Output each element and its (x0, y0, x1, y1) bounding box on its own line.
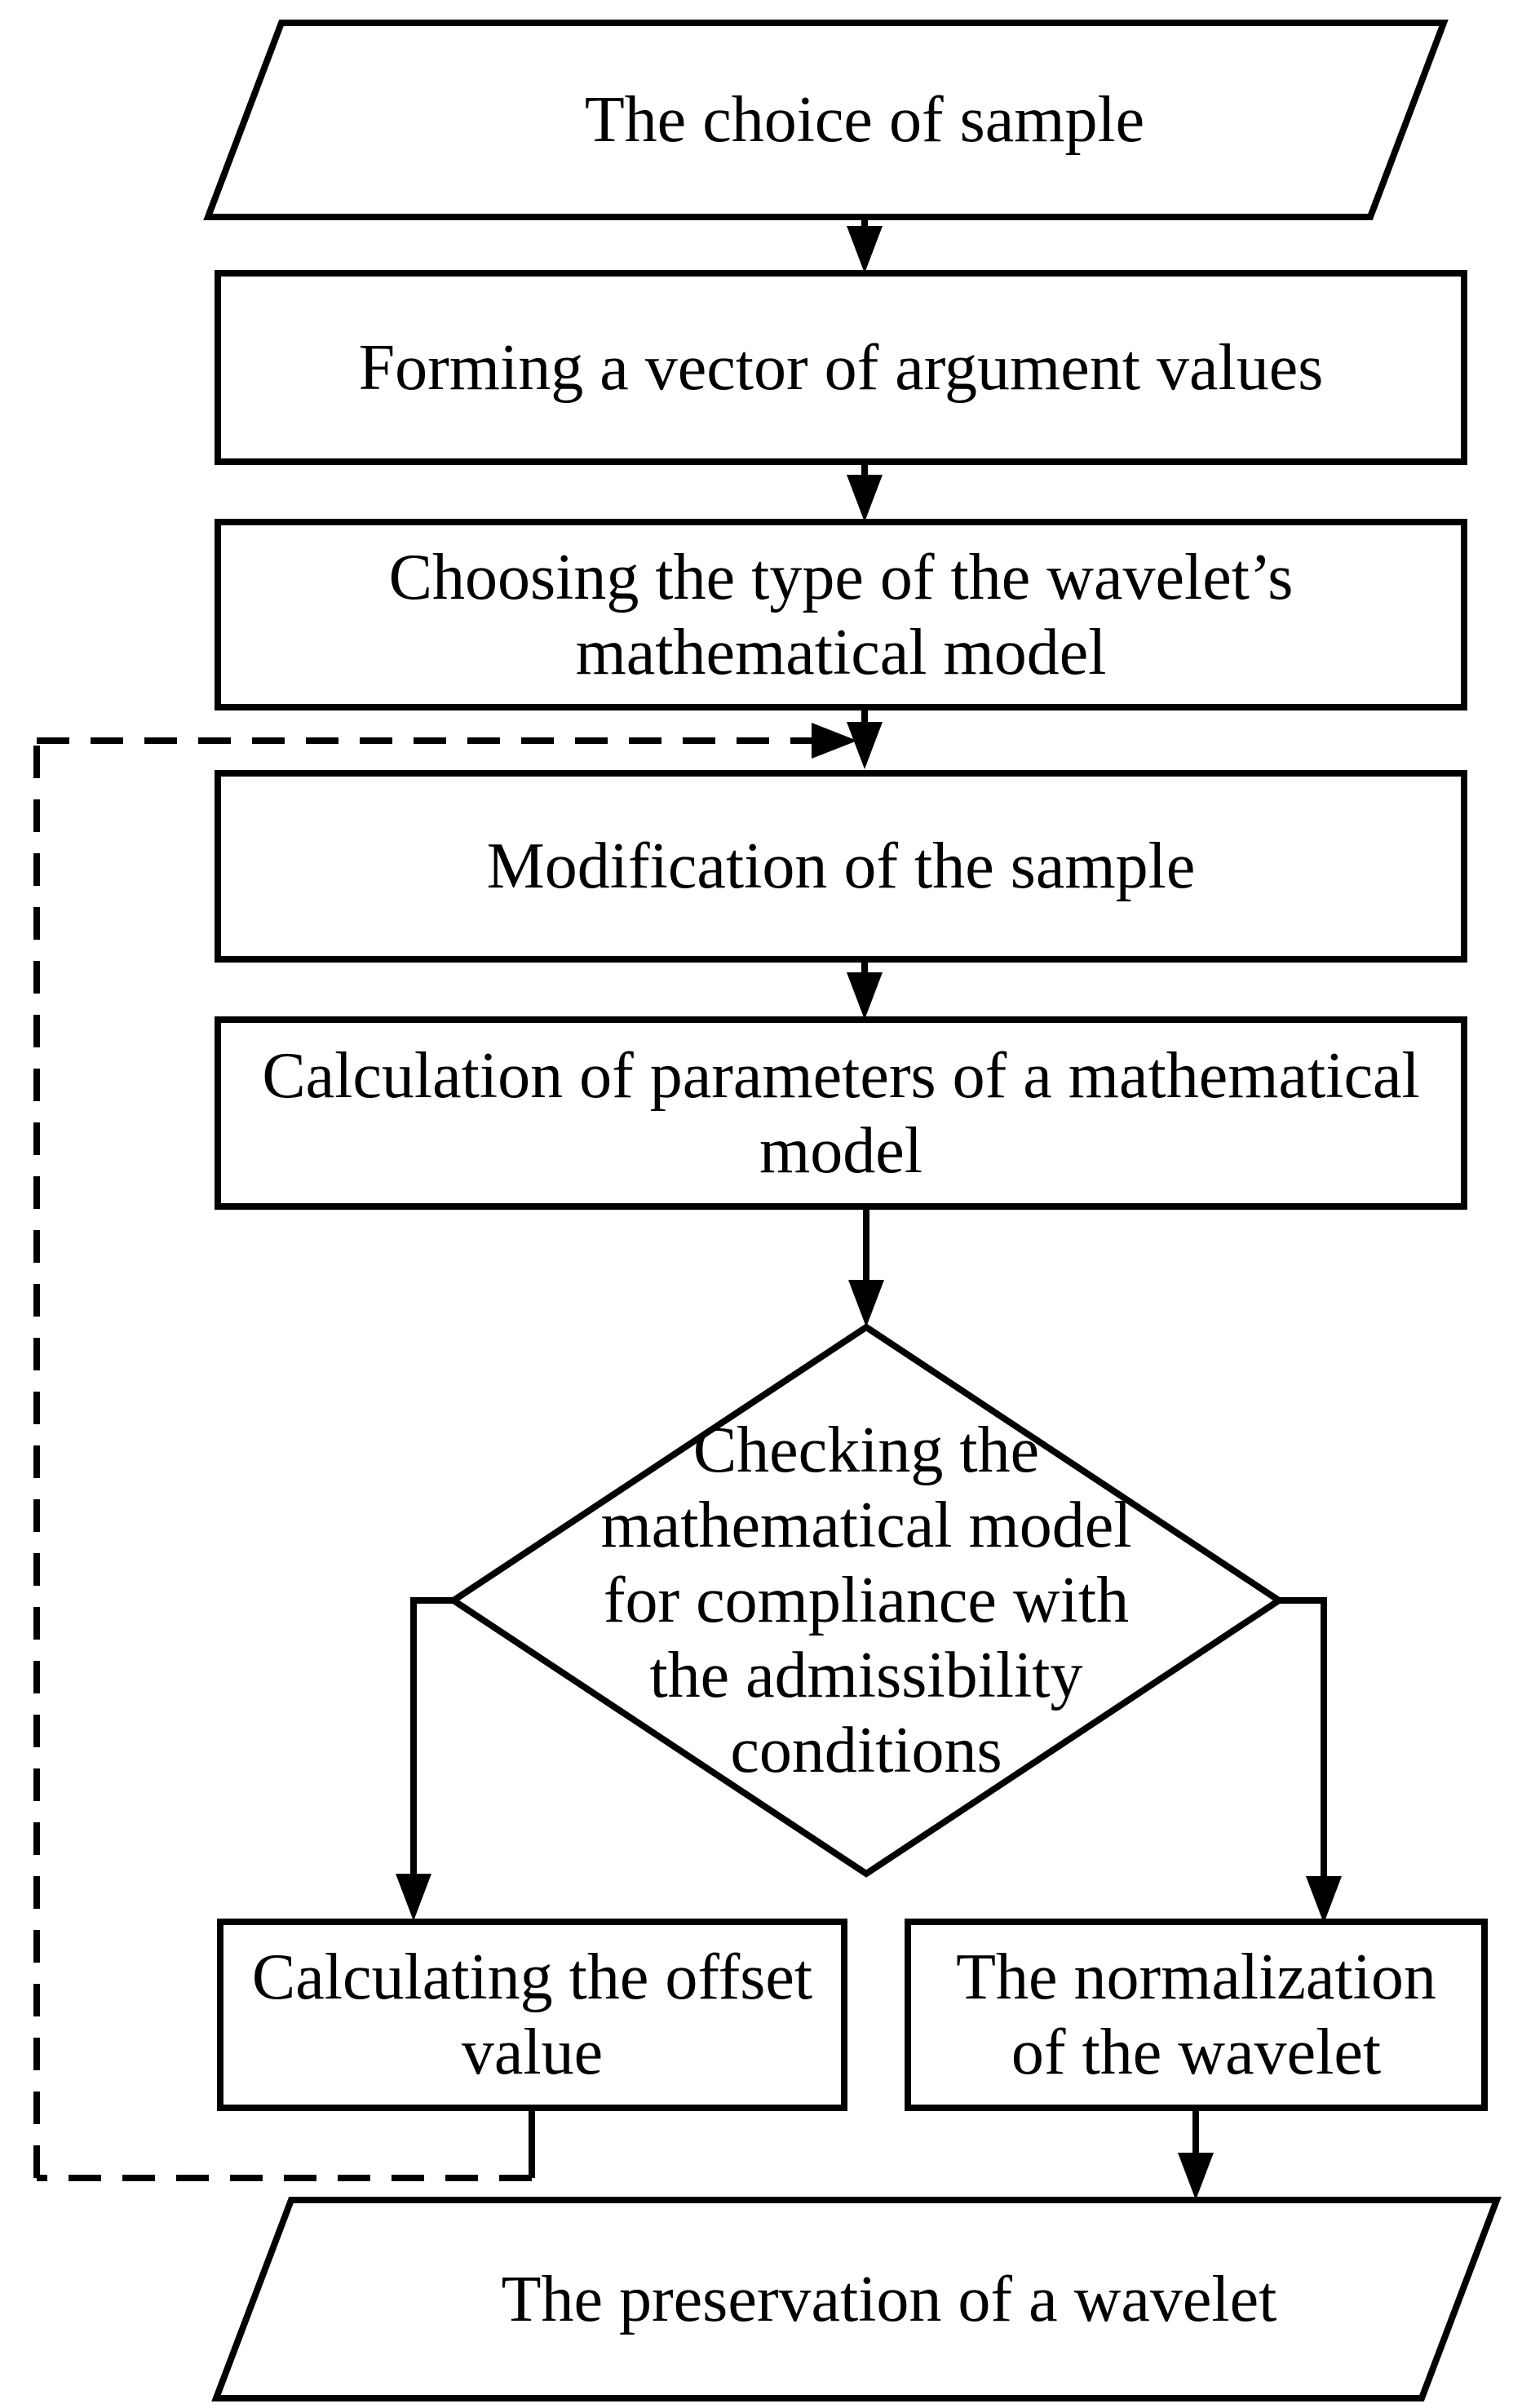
arrow-modification-to-calculation-head (847, 972, 883, 1020)
node-choosing-type-label: Choosing the type of the wavelet’s mathe… (388, 541, 1294, 688)
branch-checking-to-normalization-line (1279, 1597, 1327, 1877)
node-choosing-type-outline (215, 519, 1467, 710)
node-checking-admissibility-outline (447, 1323, 1285, 1878)
node-calculating-offset-label: Calculating the offset value (251, 1941, 813, 2088)
feedback-dashed-arrow-head (812, 723, 857, 759)
branch-checking-to-offset-head (396, 1874, 431, 1921)
node-preservation-wavelet-label: The preservation of a wavelet (501, 2263, 1277, 2335)
branch-checking-to-offset-line (410, 1597, 454, 1875)
arrow-choosing-to-modification-head (847, 722, 883, 769)
node-calculating-offset-outline (217, 1919, 847, 2111)
arrow-choice-to-forming-head (847, 226, 883, 273)
node-modification-sample-outline (215, 770, 1467, 963)
node-choice-of-sample-label: The choice of sample (584, 84, 1145, 156)
node-preservation-wavelet-outline (211, 2197, 1502, 2401)
node-choice-of-sample-outline (203, 20, 1449, 220)
node-calculation-parameters-label: Calculation of parameters of a mathemati… (262, 1039, 1420, 1187)
arrow-forming-to-choosing-head (847, 475, 883, 522)
branch-checking-to-normalization-head (1306, 1876, 1342, 1923)
node-forming-vector-label: Forming a vector of argument values (358, 331, 1324, 404)
node-modification-sample-label: Modification of the sample (486, 830, 1196, 902)
node-normalization-wavelet-label: The normalization of the wavelet (956, 1941, 1436, 2088)
arrow-normalization-to-preservation-head (1178, 2153, 1214, 2200)
node-calculation-parameters-outline (215, 1016, 1467, 1210)
arrow-calculation-to-checking-head (848, 1280, 884, 1327)
node-forming-vector-outline (215, 270, 1467, 465)
node-checking-admissibility-label: Checking the mathematical model for comp… (600, 1414, 1132, 1786)
